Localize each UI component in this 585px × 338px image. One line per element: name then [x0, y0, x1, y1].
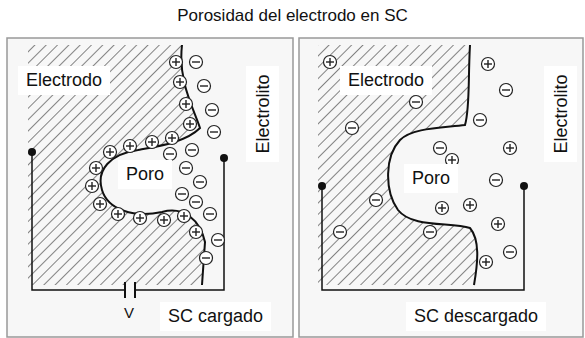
pore-wall	[101, 45, 205, 285]
electrolyte-label: Electrolito	[246, 66, 279, 162]
electrode-hatch	[318, 45, 477, 285]
box-text: Electrolito	[252, 74, 273, 153]
electrolyte-label: Electrolito	[544, 66, 577, 162]
capacitor-symbol	[124, 282, 126, 298]
pore-label: Poro	[118, 160, 172, 189]
capacitor-symbol	[134, 282, 136, 298]
wire	[322, 186, 524, 290]
panel	[299, 38, 583, 337]
voltage-label: V	[124, 304, 134, 321]
state-label: SC descargado	[406, 302, 546, 331]
title: Porosidad del electrodo en SC	[0, 6, 585, 26]
ions	[86, 56, 517, 269]
electrode-label: Electrodo	[18, 66, 110, 95]
box-text: Electrodo	[26, 70, 102, 91]
panel	[7, 38, 293, 337]
wire	[32, 152, 125, 290]
box-text: Poro	[412, 168, 450, 189]
electrode-label: Electrodo	[340, 66, 432, 95]
state-label: SC cargado	[160, 302, 271, 331]
box-text: Poro	[126, 164, 164, 185]
box-text: Electrolito	[550, 74, 571, 153]
box-text: Electrodo	[348, 70, 424, 91]
box-text: SC descargado	[414, 306, 538, 327]
box-text: SC cargado	[168, 306, 263, 327]
pore-label: Poro	[404, 164, 458, 193]
